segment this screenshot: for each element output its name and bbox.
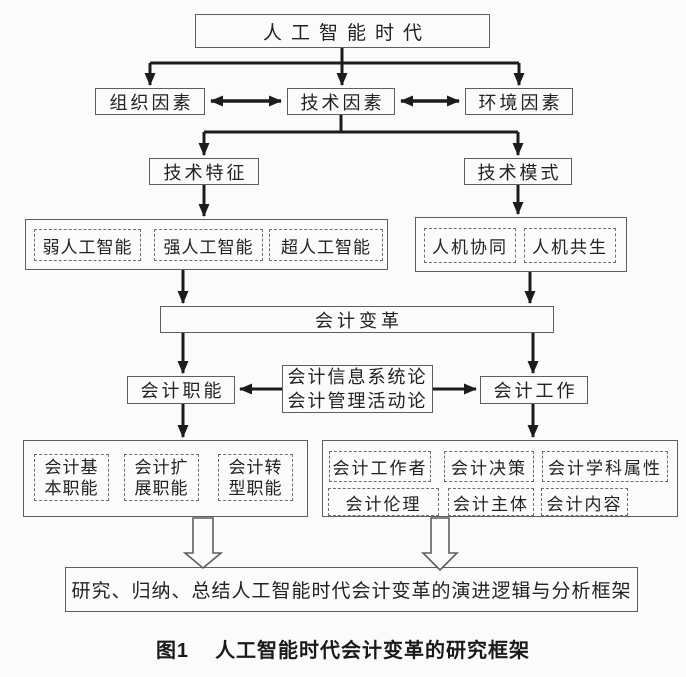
group-work-aspects: 会计工作者 会计决策 会计学科属性 会计伦理 会计主体 会计内容: [322, 440, 678, 517]
group-ai-levels: 弱人工智能 强人工智能 超人工智能: [25, 219, 388, 270]
node-tech-feature: 技术特征: [149, 158, 259, 185]
extended-functions-line1: 会计扩: [134, 457, 189, 477]
node-super-ai: 超人工智能: [269, 229, 383, 261]
figure-title: 人工智能时代会计变革的研究框架: [215, 640, 531, 662]
hollow-arrow-left: [182, 517, 224, 570]
node-accounting-decision: 会计决策: [444, 451, 534, 482]
extended-functions-line2: 展职能: [134, 478, 189, 498]
node-organizational-factor: 组织因素: [95, 88, 205, 115]
transformed-functions-line2: 型职能: [228, 478, 283, 498]
basic-functions-line2: 本职能: [44, 478, 99, 498]
basic-functions-line1: 会计基: [44, 457, 99, 477]
root-branch-line: [150, 48, 519, 65]
node-accounting-subject: 会计主体: [448, 488, 534, 516]
node-accounting-change: 会计变革: [160, 306, 554, 333]
node-technical-factor: 技术因素: [287, 88, 395, 115]
hollow-arrow-right: [421, 517, 459, 572]
node-human-machine-collaboration: 人机协同: [424, 228, 516, 263]
theory-line-2: 会计管理活动论: [287, 391, 428, 411]
node-basic-functions: 会计基 本职能: [34, 454, 109, 501]
theory-line-1: 会计信息系统论: [287, 367, 428, 387]
node-accounting-content: 会计内容: [541, 488, 628, 516]
tech-branch-line: [204, 115, 518, 134]
node-accounting-theories: 会计信息系统论 会计管理活动论: [282, 365, 433, 413]
node-human-machine-symbiosis: 人机共生: [524, 228, 616, 263]
node-weak-ai: 弱人工智能: [34, 229, 141, 261]
node-tech-mode: 技术模式: [464, 158, 572, 185]
node-ai-era: 人工智能时代: [195, 14, 490, 48]
node-discipline-attribute: 会计学科属性: [542, 451, 668, 482]
node-accounting-work: 会计工作: [480, 376, 588, 404]
node-transformed-functions: 会计转 型职能: [218, 454, 293, 501]
group-human-machine-modes: 人机协同 人机共生: [415, 217, 627, 272]
node-conclusion: 研究、归纳、总结人工智能时代会计变革的演进逻辑与分析框架: [65, 567, 638, 612]
figure-caption: 图1 人工智能时代会计变革的研究框架: [0, 634, 686, 663]
node-accounting-ethics: 会计伦理: [328, 488, 439, 516]
transformed-functions-line1: 会计转: [228, 457, 283, 477]
group-function-types: 会计基 本职能 会计扩 展职能 会计转 型职能: [23, 440, 308, 517]
figure-number: 图1: [155, 640, 190, 662]
node-environmental-factor: 环境因素: [465, 88, 573, 115]
node-extended-functions: 会计扩 展职能: [124, 454, 199, 501]
node-accounting-function: 会计职能: [127, 376, 235, 404]
node-strong-ai: 强人工智能: [154, 229, 263, 261]
node-accounting-workers: 会计工作者: [329, 451, 431, 482]
